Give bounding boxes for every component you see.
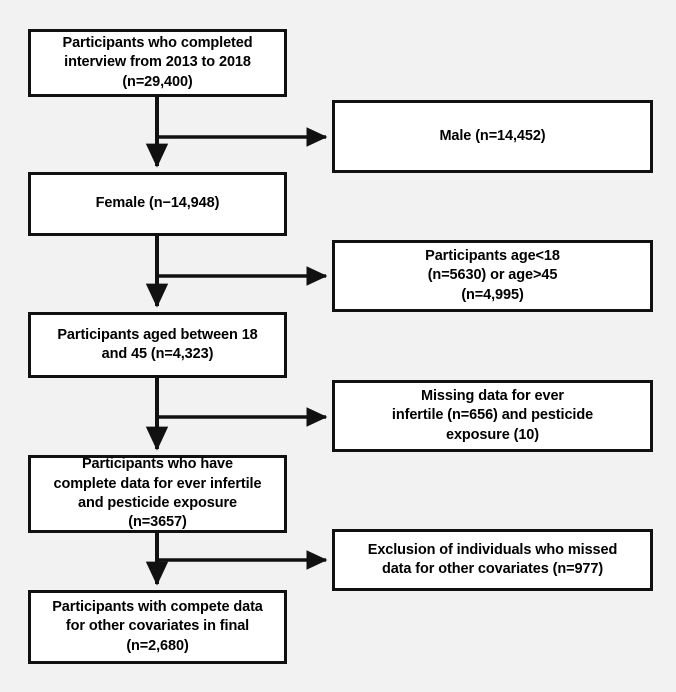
- node-exclusion-missing-infertility-pesticide: Missing data for ever infertile (n=656) …: [332, 380, 653, 452]
- node-enrolled: Participants who completed interview fro…: [28, 29, 287, 97]
- node-final-sample: Participants with compete data for other…: [28, 590, 287, 664]
- node-exclusion-missing-covariates: Exclusion of individuals who missed data…: [332, 529, 653, 591]
- node-aged-18-45: Participants aged between 18 and 45 (n=4…: [28, 312, 287, 378]
- node-exclusion-age-out-of-range: Participants age<18 (n=5630) or age>45 (…: [332, 240, 653, 312]
- node-complete-exposure: Participants who have complete data for …: [28, 455, 287, 533]
- node-exclusion-male: Male (n=14,452): [332, 100, 653, 173]
- node-female: Female (n−14,948): [28, 172, 287, 236]
